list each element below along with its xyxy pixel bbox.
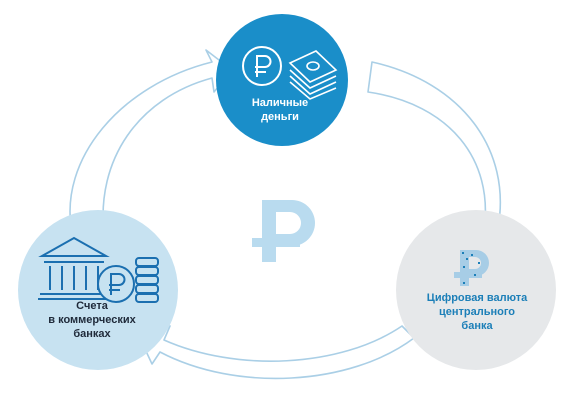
cash-node	[216, 14, 348, 146]
ruble-sign-icon	[252, 200, 315, 262]
bank-building-and-coins-icon	[38, 236, 159, 303]
cbdc-label: Цифровая валюта центрального банка	[426, 292, 528, 332]
digital-ruble-icon	[454, 250, 489, 286]
cash-label: Наличные деньги	[251, 97, 309, 123]
bank-accounts-label: Счета в коммерческих банках	[48, 300, 136, 340]
cbdc-node	[396, 210, 556, 370]
ruble-coin-and-banknotes-icon	[242, 46, 338, 100]
arrow-bank-to-cash	[69, 49, 233, 235]
arrow-cbdc-to-bank	[137, 325, 415, 380]
